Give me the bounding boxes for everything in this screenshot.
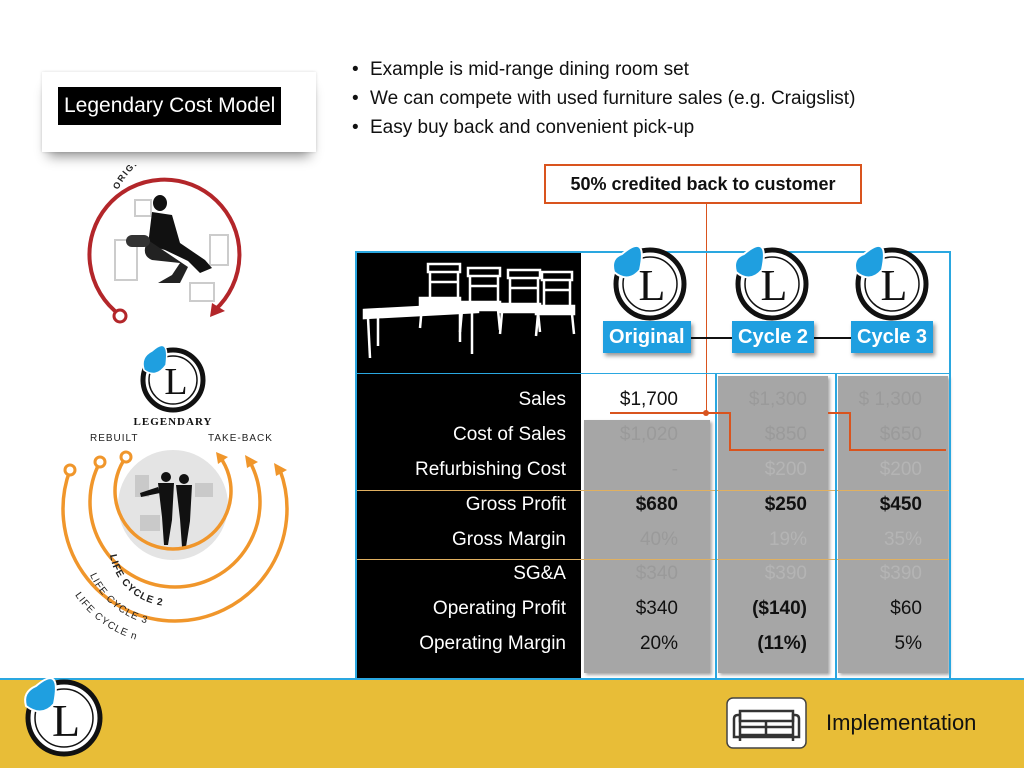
svg-text:L: L [164,361,187,403]
column-divider [715,373,717,679]
cell-value: $1,020 [619,424,678,445]
original-lifecycle-icon [87,177,245,324]
row-label-gross-profit: Gross Profit [465,494,566,515]
column-divider [835,373,837,679]
cell-value: $390 [764,563,807,584]
column-header-cycle-3: Cycle 3 [851,321,934,353]
cell-value: ($140) [752,598,807,619]
cell-value: $200 [764,459,807,480]
legendary-wordmark: LEGENDARY [134,416,213,428]
svg-text:L: L [52,695,80,746]
legendary-logo-icon: L [140,344,206,413]
cycle-2-column-shade [718,376,828,673]
price-step-line [610,410,946,451]
cell-value: 5% [894,633,922,654]
row-label-operating-profit: Operating Profit [432,598,566,619]
bullet-list: •Example is mid-range dining room set •W… [352,57,855,144]
cell-value: $340 [635,563,678,584]
bullet-dot-icon: • [352,88,359,109]
cell-value: 35% [883,529,922,550]
cycle-3-logo-icon: L [854,244,929,321]
take-back-label: TAKE-BACK [208,433,273,444]
life-cycle-rings-icon [61,450,289,623]
cell-value: - [671,459,678,480]
row-label-gross-margin: Gross Margin [451,529,566,550]
rebuilt-label: REBUILT [90,433,139,444]
cell-value: $450 [879,494,922,515]
gross-divider [357,490,949,491]
badge-connector [812,337,854,339]
cycle-3-column-shade [838,376,948,673]
table-label-panel [355,251,581,681]
bullet-item: •Easy buy back and convenient pick-up [352,115,855,144]
svg-text:L: L [639,261,666,310]
dining-set-icon [362,262,576,359]
sofa-icon [726,697,807,749]
cell-value: 19% [768,529,807,550]
cell-value: $340 [635,598,678,619]
cell-value: $650 [879,424,922,445]
original-logo-icon: L [612,244,687,321]
column-header-original: Original [603,321,691,353]
column-header-cycle-2: Cycle 2 [732,321,815,353]
footer-logo-icon: L [24,677,103,757]
cell-value: $390 [879,563,922,584]
callout-connector-line [706,204,707,412]
credit-callout: 50% credited back to customer [544,164,862,204]
bullet-item: •We can compete with used furniture sale… [352,86,855,115]
badge-connector [690,337,738,339]
implementation-label: Implementation [826,710,977,735]
row-label-cost-of-sales: Cost of Sales [453,424,566,445]
bullet-dot-icon: • [352,59,359,80]
bullet-dot-icon: • [352,117,359,138]
cell-value: $ 1,300 [858,389,922,410]
cell-value: 40% [639,529,678,550]
row-label-sga: SG&A [513,563,566,584]
svg-text:L: L [761,261,788,310]
cell-value: $1,300 [748,389,807,410]
row-label-sales: Sales [518,389,566,410]
original-column-shade [584,420,710,673]
cell-value: $200 [879,459,922,480]
svg-text:L: L [881,261,908,310]
cell-value: $250 [764,494,807,515]
cell-value: $680 [635,494,678,515]
cell-value: $60 [890,598,922,619]
cell-value: $1,700 [619,389,678,410]
slide-title: Legendary Cost Model [58,87,282,125]
sga-divider [357,559,949,560]
cell-value: $850 [764,424,807,445]
bullet-item: •Example is mid-range dining room set [352,57,855,86]
row-label-operating-margin: Operating Margin [419,633,566,654]
footer-bar [0,680,1024,768]
row-label-refurbishing-cost: Refurbishing Cost [414,459,566,480]
cell-value: (11%) [757,633,807,654]
cycle-2-logo-icon: L [734,244,809,321]
header-divider [357,373,949,374]
footer-divider [0,678,1024,680]
cell-value: 20% [639,633,678,654]
